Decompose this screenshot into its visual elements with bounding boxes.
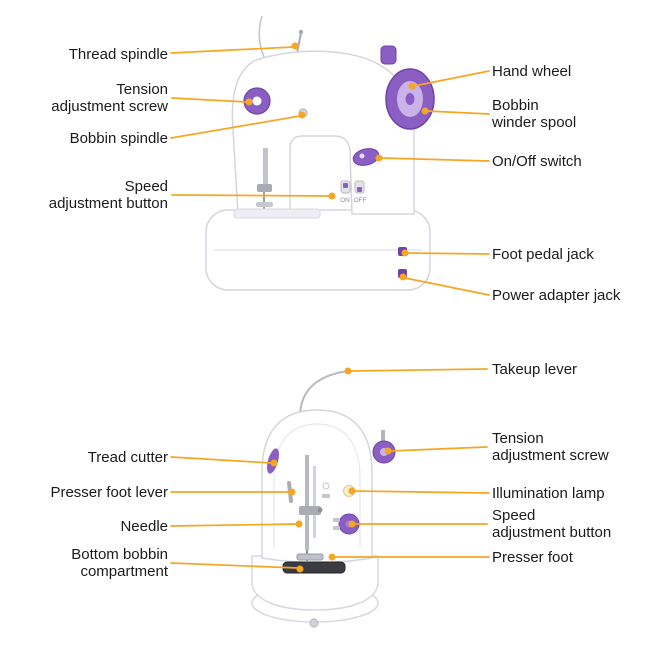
callout-foot-pedal-jack — [401, 249, 490, 257]
label-on-off-switch: On/Off switch — [492, 153, 657, 170]
callout-bobbin-spindle — [170, 111, 306, 139]
label-tension-adjustment-screw: Tension adjustment screw — [0, 81, 168, 115]
label-thread-spindle: Thread spindle — [0, 46, 168, 63]
callout-on-off-switch — [375, 154, 490, 162]
bobbin-winder-spool-shape — [380, 45, 397, 65]
label-text: Needle — [120, 518, 168, 535]
label-hand-wheel: Hand wheel — [492, 63, 657, 80]
on-marking: ON — [340, 197, 350, 204]
callout-tension-adjustment-screw — [171, 97, 253, 106]
callout-speed-adjustment-button-front — [348, 520, 488, 528]
label-text: compartment — [80, 563, 168, 580]
callout-illumination-lamp — [348, 487, 490, 495]
label-illumination-lamp: Illumination lamp — [492, 485, 657, 502]
label-text: Illumination lamp — [492, 485, 605, 502]
label-speed-adjustment-button-front: Speed adjustment button — [492, 507, 657, 541]
label-text: adjustment screw — [492, 447, 609, 464]
needle-bar-assembly — [299, 455, 323, 561]
base-foot — [309, 618, 319, 628]
callout-presser-foot-lever — [170, 488, 296, 496]
label-text: winder spool — [492, 114, 577, 131]
label-text: Bobbin spindle — [69, 130, 168, 147]
callout-lines — [170, 42, 490, 573]
label-text: Tension — [492, 430, 544, 447]
callout-thread-spindle — [170, 42, 299, 54]
label-text: Takeup lever — [492, 361, 578, 378]
callout-power-adapter-jack — [399, 273, 490, 296]
label-text: Bobbin — [492, 97, 539, 114]
hand-wheel-shape — [385, 68, 435, 130]
label-tread-cutter: Tread cutter — [0, 449, 168, 466]
callout-tread-cutter — [170, 456, 278, 467]
label-text: adjustment button — [48, 195, 168, 212]
presser-foot-shape — [296, 553, 324, 561]
label-presser-foot-lever: Presser foot lever — [0, 484, 168, 501]
on-off-switch-shape — [352, 148, 380, 166]
label-text: Thread spindle — [68, 46, 168, 63]
callout-presser-foot — [328, 553, 490, 561]
label-text: Presser foot — [492, 549, 573, 566]
off-marking: OFF — [354, 197, 367, 204]
stitch-plate — [233, 208, 321, 219]
label-text: Hand wheel — [492, 63, 572, 80]
callout-bottom-bobbin-compartment — [170, 562, 304, 573]
speed-switches: ON OFF — [340, 180, 367, 204]
front-tension-knob-shape — [372, 440, 396, 464]
label-takeup-lever: Takeup lever — [492, 361, 657, 378]
label-tension-adjustment-screw-front: Tension adjustment screw — [492, 430, 657, 464]
label-text: adjustment button — [492, 524, 612, 541]
label-text: Presser foot lever — [50, 484, 168, 501]
label-text: Tension — [116, 81, 168, 98]
label-text: Speed — [492, 507, 536, 524]
machine-side-view-illustration: ON OFF — [205, 15, 435, 291]
label-bobbin-spindle: Bobbin spindle — [0, 130, 168, 147]
label-text: Speed — [124, 178, 168, 195]
label-bottom-bobbin-compartment: Bottom bobbin compartment — [0, 546, 168, 580]
label-text: Power adapter jack — [492, 287, 621, 304]
label-text: Foot pedal jack — [492, 246, 594, 263]
callout-tension-adjustment-screw-front — [384, 446, 488, 455]
label-text: Tread cutter — [87, 449, 168, 466]
callout-hand-wheel — [408, 70, 490, 90]
label-speed-adjustment-button: Speed adjustment button — [0, 178, 168, 212]
machine-front-view-illustration — [251, 370, 396, 628]
label-presser-foot: Presser foot — [492, 549, 657, 566]
callout-speed-adjustment-button — [171, 192, 336, 200]
label-needle: Needle — [0, 518, 168, 535]
label-foot-pedal-jack: Foot pedal jack — [492, 246, 657, 263]
label-text: adjustment screw — [51, 98, 168, 115]
callout-bobbin-winder-spool — [421, 107, 490, 115]
callout-takeup-lever — [344, 367, 488, 375]
thread-wire — [258, 15, 267, 62]
label-bobbin-winder-spool: Bobbin winder spool — [492, 97, 657, 131]
machine-head — [261, 409, 373, 564]
label-text: Bottom bobbin — [71, 546, 168, 563]
label-power-adapter-jack: Power adapter jack — [492, 287, 657, 304]
label-text: On/Off switch — [492, 153, 582, 170]
callout-needle — [170, 520, 303, 528]
